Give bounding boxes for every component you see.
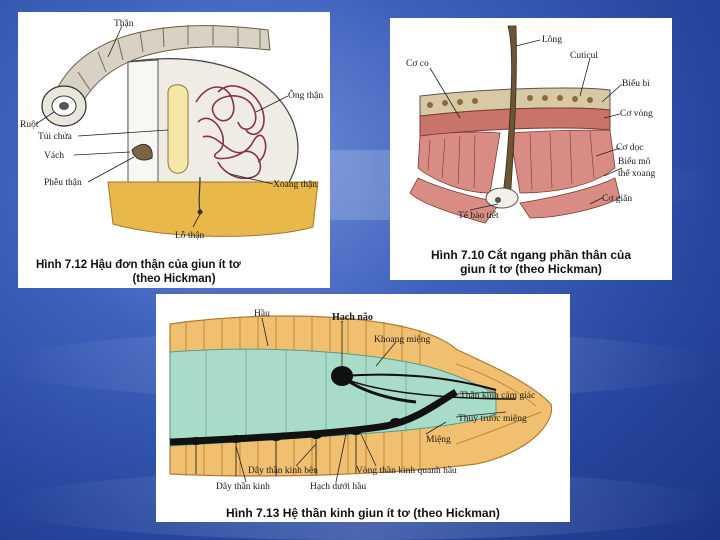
- label-day-than-kinh-ben: Dây thần kinh bên: [248, 465, 318, 476]
- figure-1-caption: Hình 7.12 Hậu đơn thận của giun ít tơ (t…: [18, 258, 330, 286]
- label-bieu-bi: Biểu bì: [622, 78, 650, 89]
- label-co-gian: Cơ giãn: [602, 194, 632, 204]
- figure-1-caption-line2: (theo Hickman): [18, 272, 330, 286]
- label-co-co: Cơ co: [406, 59, 429, 69]
- label-te-bao-tiet: Tế bào tiết: [458, 210, 499, 221]
- figure-body-wall-section: Lông Cơ co Cuticul Biểu bì Cơ vòng Cơ dọ…: [390, 18, 672, 280]
- figure-nervous-system: Hầu Hạch não Khoang miệng Thần kinh cảm …: [156, 294, 570, 522]
- body-wall-illustration: Lông Cơ co Cuticul Biểu bì Cơ vòng Cơ dọ…: [390, 18, 672, 244]
- label-lo-than: Lỗ thận: [175, 230, 205, 241]
- figure-nephridium: Thận Ruột Túi chứa Vách Phễu thận Ông th…: [18, 12, 330, 288]
- label-bieu-mo: Biểu mô: [618, 156, 651, 167]
- figure-2-caption-line2: giun ít tơ (theo Hickman): [390, 262, 672, 276]
- label-xoang-than: Xoang thận: [273, 180, 317, 190]
- label-vach: Vách: [44, 151, 64, 161]
- label-than: Thận: [114, 19, 134, 29]
- label-long: Lông: [542, 35, 562, 45]
- label-day-than-kinh: Dây thần kinh: [216, 481, 270, 492]
- label-the-xoang: thể xoang: [618, 168, 655, 179]
- figure-2-caption-line1: Hình 7.10 Cắt ngang phần thân của: [390, 248, 672, 262]
- figure-3-caption: Hình 7.13 Hệ thần kinh giun ít tơ (theo …: [156, 506, 570, 520]
- label-mieng: Miệng: [426, 435, 451, 445]
- label-ruot: Ruột: [20, 120, 39, 130]
- label-pheu-than: Phễu thận: [44, 177, 82, 188]
- label-co-doc: Cơ dọc: [616, 143, 643, 153]
- label-co-vong: Cơ vòng: [620, 109, 653, 119]
- label-vong-than-kinh-quanh-hau: Vòng thần kinh quanh hầu: [356, 465, 457, 476]
- label-khoang-mieng: Khoang miệng: [374, 335, 430, 345]
- label-hach-nao: Hạch não: [332, 312, 373, 323]
- nervous-system-illustration: Hầu Hạch não Khoang miệng Thần kinh cảm …: [156, 294, 570, 500]
- figure-2-caption: Hình 7.10 Cắt ngang phần thân của giun í…: [390, 248, 672, 276]
- label-ong-than: Ông thận: [288, 89, 323, 101]
- label-tui-chua: Túi chứa: [38, 132, 73, 142]
- label-thuy-truoc-mieng: Thuỳ trước miệng: [458, 414, 527, 424]
- label-hach-duoi-hau: Hạch dưới hầu: [310, 481, 366, 492]
- label-hau: Hầu: [254, 308, 270, 319]
- nephridium-illustration: Thận Ruột Túi chứa Vách Phễu thận Ông th…: [18, 12, 330, 248]
- label-cuticul: Cuticul: [570, 51, 598, 61]
- label-than-kinh-cam-giac: Thần kinh cảm giác: [460, 390, 535, 401]
- figure-1-caption-line1: Hình 7.12 Hậu đơn thận của giun ít tơ: [18, 258, 330, 272]
